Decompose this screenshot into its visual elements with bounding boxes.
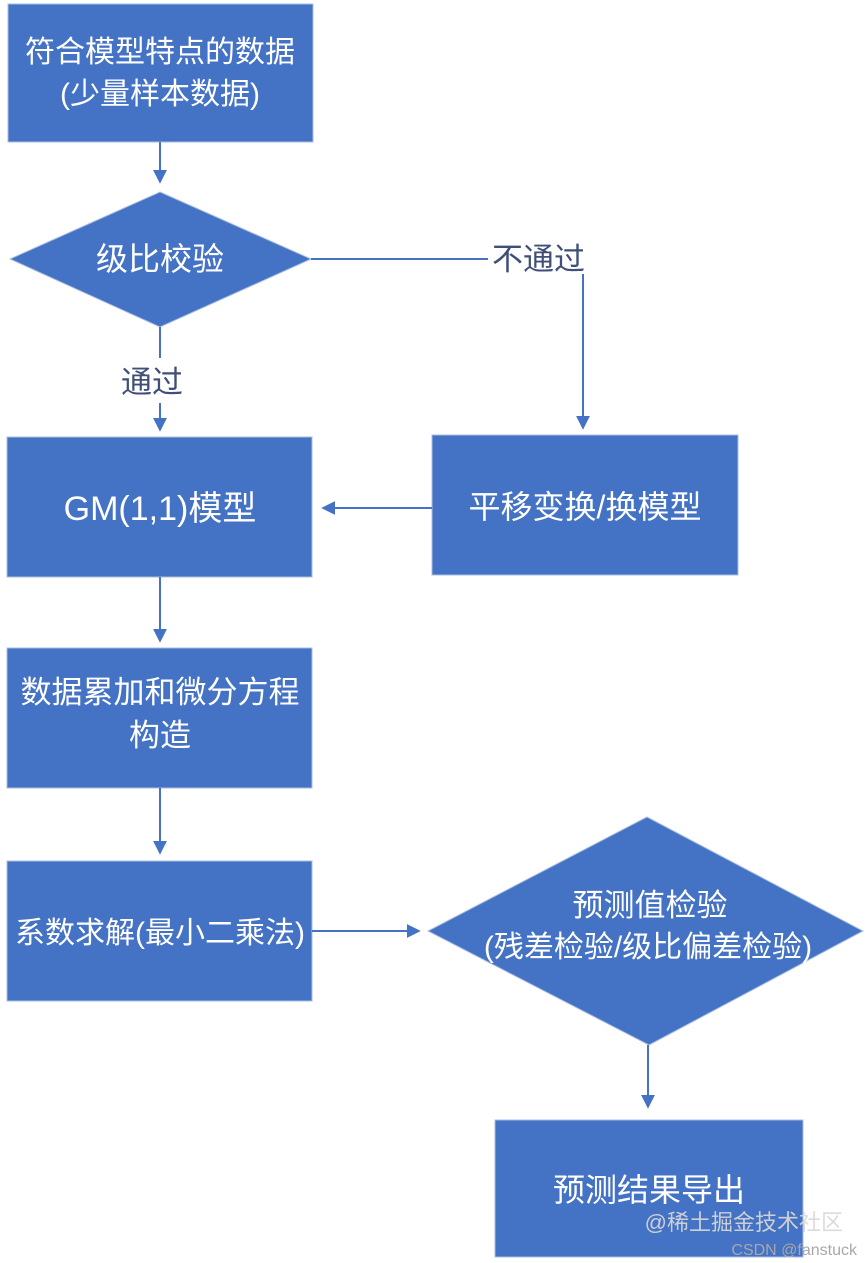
node-prediction-check: 预测值检验 (残差检验/级比偏差检验) xyxy=(426,816,865,1046)
source-data-text-line2: (少量样本数据) xyxy=(60,78,260,111)
source-data-text-line1: 符合模型特点的数据 xyxy=(25,36,295,69)
node-transform: 平移变换/换模型 xyxy=(431,434,739,576)
transform-text: 平移变换/换模型 xyxy=(469,489,702,525)
coefficient-text: 系数求解(最小二乘法) xyxy=(15,917,305,950)
accumulate-text-line1: 数据累加和微分方程 xyxy=(21,675,300,710)
ratio-check-text: 级比校验 xyxy=(96,241,224,277)
edge-label-pass: 通过 xyxy=(121,365,183,400)
source-data-box xyxy=(7,3,314,143)
node-source-data: 符合模型特点的数据 (少量样本数据) xyxy=(7,3,314,143)
watermark-csdn-author: CSDN @fanstuck xyxy=(731,1242,858,1259)
export-result-text: 预测结果导出 xyxy=(553,1172,745,1208)
node-accumulate: 数据累加和微分方程 构造 xyxy=(6,647,313,789)
accumulate-text-line2: 构造 xyxy=(129,718,191,753)
node-coefficient: 系数求解(最小二乘法) xyxy=(6,860,313,1002)
prediction-check-text-line2: (残差检验/级比偏差检验) xyxy=(484,931,812,964)
node-export-result: 预测结果导出 xyxy=(494,1119,804,1258)
watermark-community: @稀土掘金技术社区 xyxy=(645,1210,843,1235)
gm-model-text: GM(1,1)模型 xyxy=(64,490,257,528)
coefficient-box xyxy=(6,860,313,1002)
edge-label-fail: 不通过 xyxy=(492,242,585,277)
node-gm-model: GM(1,1)模型 xyxy=(6,436,313,578)
node-ratio-check: 级比校验 xyxy=(8,191,313,328)
prediction-check-text-line1: 预测值检验 xyxy=(573,888,728,923)
transform-box xyxy=(431,434,739,576)
export-result-box xyxy=(494,1119,804,1258)
